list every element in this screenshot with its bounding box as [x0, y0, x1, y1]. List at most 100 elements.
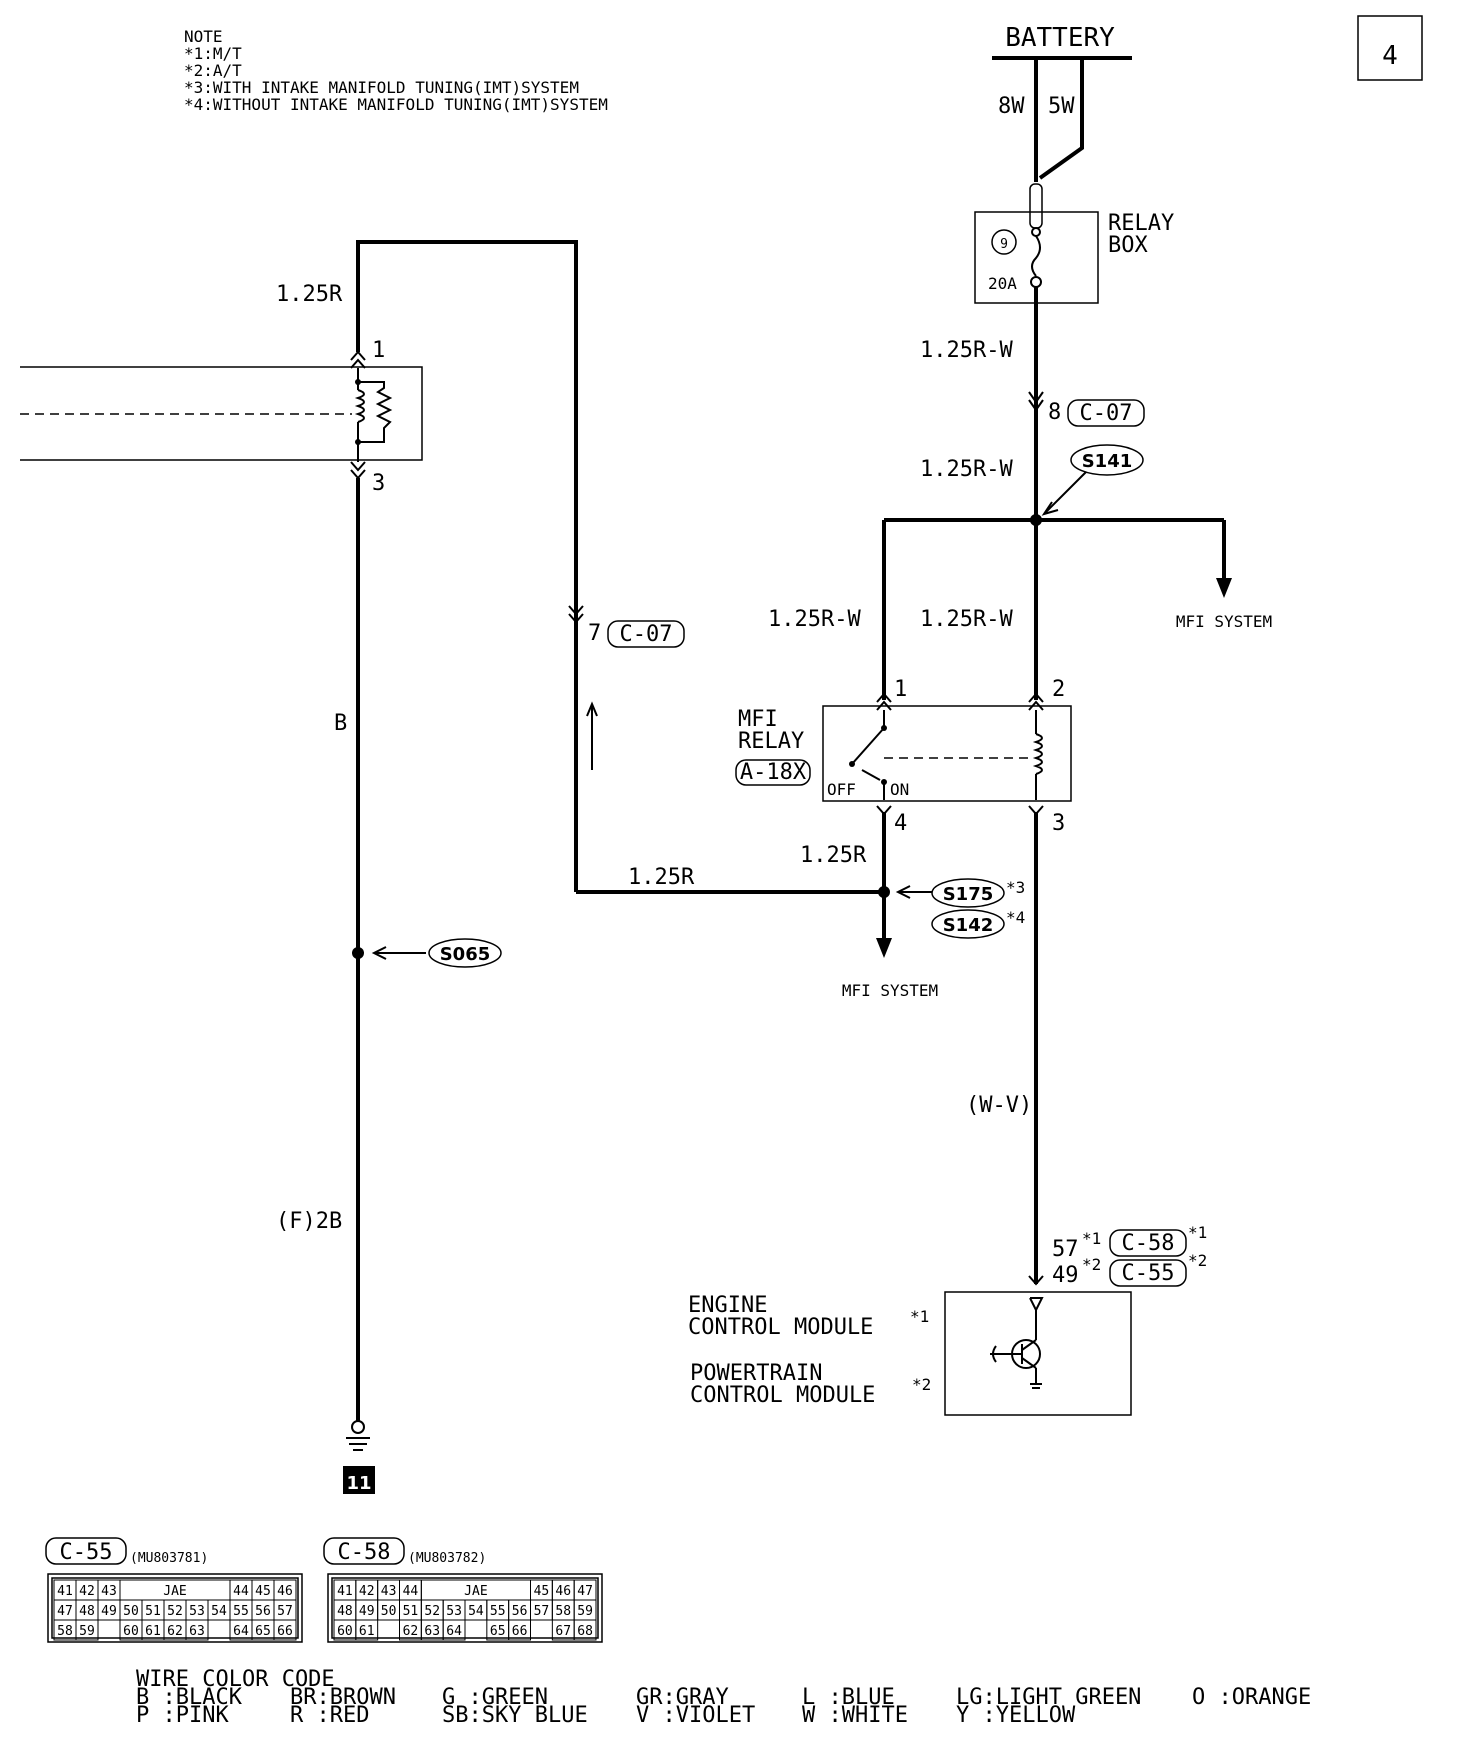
c55-part-number: (MU803781) [130, 1551, 208, 1566]
relay-pin-2: 2 [1052, 677, 1065, 702]
c58-face-name: C-58 [338, 1540, 391, 1565]
pin-cell [273, 1619, 297, 1641]
color-code-entry: Y :YELLOW [956, 1703, 1076, 1728]
pin-number: 54 [211, 1604, 227, 1619]
wire-label-branch-center: 1.25R-W [920, 607, 1013, 632]
pin-number: 47 [577, 1584, 593, 1599]
wire-label-branch-left: 1.25R-W [768, 607, 861, 632]
splice-s175-label: S175 [943, 884, 994, 905]
pin-number: 59 [577, 1604, 593, 1619]
wire-label-relay-out: 1.25R [800, 843, 867, 868]
resistor-icon [358, 381, 393, 443]
pin-number: 56 [255, 1604, 271, 1619]
ecm-label-1: ENGINE [688, 1293, 767, 1318]
pin-cell [75, 1619, 99, 1641]
pin-number: 48 [79, 1604, 95, 1619]
c07-left-pin: 7 [588, 621, 601, 646]
pin-number: 58 [555, 1604, 571, 1619]
pin-number: 60 [123, 1624, 139, 1639]
color-code-entry: GR:GRAY [636, 1685, 729, 1710]
page-number: 4 [1382, 41, 1398, 71]
color-code-entry: W :WHITE [802, 1703, 908, 1728]
ground-number-box [343, 1466, 375, 1494]
page-number-box [1357, 15, 1423, 81]
splice-s065-label: S065 [440, 944, 491, 965]
pin-number: 66 [277, 1624, 293, 1639]
pin-number: 55 [490, 1604, 506, 1619]
relay-box: RELAY BOX 9 20A [974, 183, 1174, 304]
relay-box-label-2: BOX [1108, 233, 1148, 258]
relay-coil-icon [1032, 733, 1043, 775]
wire-color-code-title: WIRE COLOR CODE [136, 1667, 335, 1692]
c07-top-pin: 8 [1048, 400, 1061, 425]
color-code-entry: G :GREEN [442, 1685, 548, 1710]
c07-left-connector: C-07 [620, 622, 673, 647]
ecm-pin-mt: 57 [1052, 1237, 1079, 1262]
pin-number: 64 [233, 1624, 249, 1639]
splice-s175 [931, 878, 1005, 908]
pin-number: 62 [167, 1624, 183, 1639]
pin-number: 45 [255, 1584, 271, 1599]
pin-number: 64 [446, 1624, 462, 1639]
s142-note: *4 [1006, 908, 1025, 927]
wire-label-after-c07: 1.25R-W [920, 457, 1013, 482]
pin-number: 58 [57, 1624, 73, 1639]
note-line: *1:M/T [184, 44, 242, 63]
pin-number: 49 [359, 1604, 375, 1619]
wire-label-relay-box-out: 1.25R-W [920, 338, 1013, 363]
pin-number: 41 [337, 1584, 353, 1599]
c55-face-name: C-55 [60, 1540, 113, 1565]
pcm-label-1: POWERTRAIN [690, 1361, 822, 1386]
ecm-star1: *1 [910, 1307, 929, 1326]
wire-label-horizontal-red: 1.25R [628, 865, 695, 890]
pin-cell [355, 1619, 379, 1641]
star2-at: *2 [1082, 1255, 1101, 1274]
pin-number: 61 [145, 1624, 161, 1639]
pin-number: 43 [101, 1584, 117, 1599]
pin-number: 63 [189, 1624, 205, 1639]
splice-s141 [1070, 444, 1144, 476]
pin-number: 42 [79, 1584, 95, 1599]
coil-pin-1: 1 [372, 338, 385, 363]
wire-label-ground: (F)2B [276, 1209, 342, 1234]
current-direction-arrow [586, 701, 598, 717]
color-code-entry: O :ORANGE [1192, 1685, 1311, 1710]
pin-number: 50 [381, 1604, 397, 1619]
splice-s065 [428, 938, 502, 968]
color-code-entry: L :BLUE [802, 1685, 895, 1710]
color-code-entry: LG:LIGHT GREEN [956, 1685, 1141, 1710]
pin-number: 51 [145, 1604, 161, 1619]
pin-cell [442, 1619, 466, 1641]
color-code-entry: B :BLACK [136, 1685, 243, 1710]
battery-wire-8w: 8W [998, 94, 1025, 119]
mfi-relay-label-2: RELAY [738, 729, 804, 754]
pin-number: 48 [337, 1604, 353, 1619]
pin-number: 56 [512, 1604, 528, 1619]
pin-number: 55 [233, 1604, 249, 1619]
notes-block: NOTE *1:M/T *2:A/T *3:WITH INTAKE MANIFO… [184, 27, 608, 114]
pin-number: 46 [277, 1584, 293, 1599]
mfi-relay-id: A-18X [740, 760, 807, 785]
fuse-rating: 20A [988, 274, 1017, 293]
pin-number: 47 [57, 1604, 73, 1619]
relay-pin-1: 1 [894, 677, 907, 702]
pin-number: 68 [577, 1624, 593, 1639]
pin-number: 43 [381, 1584, 397, 1599]
coil-icon [354, 389, 365, 423]
mfi-relay: MFI RELAY A-18X OFF ON 1 2 4 3 [735, 677, 1072, 836]
splice-s142-label: S142 [943, 915, 994, 936]
pin-number: 45 [534, 1584, 550, 1599]
wire-label-black: B [334, 711, 347, 736]
pin-cell [573, 1619, 597, 1641]
color-code-entry: R :RED [290, 1703, 369, 1728]
battery: BATTERY 8W 5W [992, 23, 1132, 182]
pcm-label-2: CONTROL MODULE [690, 1383, 875, 1408]
pin-number: 54 [468, 1604, 484, 1619]
relay-pin-4: 4 [894, 811, 907, 836]
pin-number: 65 [255, 1624, 271, 1639]
star1-mt: *1 [1082, 1229, 1101, 1248]
